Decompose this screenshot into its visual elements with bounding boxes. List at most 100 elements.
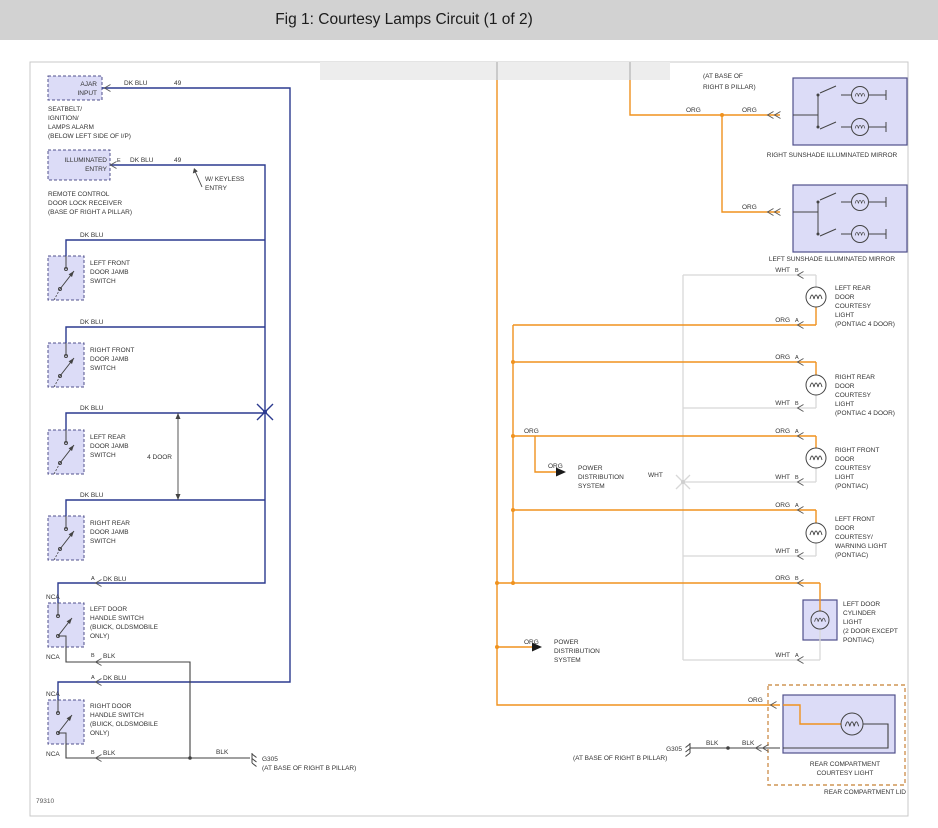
rr-courtesy-label: DOOR [835,383,855,390]
power-distribution-arrows [532,467,566,652]
rear-compartment-lid-box [767,684,906,786]
ajar-input-label: INPUT [78,90,98,97]
pds-arrow-icon [556,467,566,477]
left-handle-switch-symbol [56,603,73,647]
four-door-label: 4 DOOR [147,454,172,461]
ground-symbol-left [251,753,257,767]
wire-color-label: WHT [648,472,663,479]
dkblu-splice-dot [263,410,267,414]
right-mirror-internal-circuit [793,85,887,132]
blk-junction-dot [726,746,730,750]
nca-label: NCA [46,751,60,758]
terminal-label: A [91,576,95,582]
power-distribution-label: DISTRIBUTION [578,474,624,481]
org-junction-dot [511,360,515,364]
terminal-label: B [795,576,799,582]
wire-color-label: ORG [775,502,790,509]
blk-junction-dot [188,756,192,760]
right-handle-label: RIGHT DOOR [90,703,132,710]
wire-color-label: DK BLU [103,576,127,583]
rear-lamp-label: COURTESY LIGHT [817,770,874,777]
wire-color-label: BLK [706,740,719,747]
wire-color-label: ORG [775,575,790,582]
wire-color-label: ORG [742,107,757,114]
ground-name-label: G305 [262,756,278,763]
wire-color-label: WHT [775,400,790,407]
keyless-entry-pointer-arrow [192,168,203,188]
org-harness [495,80,841,725]
figure-title: Fig 1: Courtesy Lamps Circuit (1 of 2) [275,11,533,28]
lf-courtesy-label: (PONTIAC) [835,552,868,559]
left-mirror-internal-circuit [793,192,887,239]
rr-courtesy-label: COURTESY [835,392,872,399]
lf-courtesy-label: LEFT FRONT [835,516,875,523]
rf-jamb-switch-symbol [53,343,75,388]
seatbelt-note: SEATBELT/ [48,106,82,113]
terminal-label: A [795,355,799,361]
org-junction-dot [511,434,515,438]
wire-color-label: DK BLU [130,157,154,164]
rr-jamb-label: RIGHT REAR [90,520,130,527]
circuit-number-label: 49 [174,80,182,87]
left-handle-label: (BUICK, OLDSMOBILE [90,624,159,631]
lf-jamb-label: SWITCH [90,278,116,285]
rf-courtesy-label: LIGHT [835,474,854,481]
lf-jamb-label: DOOR JAMB [90,269,129,276]
top-right-note: RIGHT B PILLAR) [703,84,756,91]
wire-color-label: DK BLU [103,675,127,682]
org-junction-dot [511,581,515,585]
left-handle-label: ONLY) [90,633,109,640]
switch-symbols [53,85,887,744]
cylinder-light-label: LIGHT [843,619,862,626]
ground-location-label: (AT BASE OF RIGHT B PILLAR) [262,765,356,772]
terminal-label: A [795,653,799,659]
power-distribution-label: DISTRIBUTION [554,648,600,655]
right-handle-switch-symbol [56,700,73,744]
terminal-label: B [91,653,95,659]
diagram-frame [29,61,909,817]
seatbelt-note: LAMPS ALARM [48,124,94,131]
figure-number: 79310 [36,798,54,805]
lf-courtesy-label: COURTESY/ [835,534,873,541]
wire-color-label: ORG [775,354,790,361]
nca-label: NCA [46,691,60,698]
cylinder-light-label: (2 DOOR EXCEPT [843,628,898,635]
wire-color-label: ORG [775,428,790,435]
top-right-note: (AT BASE OF [703,73,743,80]
left-mirror-box [792,184,908,253]
wire-color-label: DK BLU [80,232,104,239]
illuminated-entry-label: ILLUMINATED [65,157,108,164]
courtesy-lamp-icon [805,522,827,544]
lf-jamb-switch-symbol [53,256,75,301]
nca-label: NCA [46,594,60,601]
org-junction-dot [511,508,515,512]
lr-courtesy-label: LEFT REAR [835,285,871,292]
left-mirror-label: LEFT SUNSHADE ILLUMINATED MIRROR [769,256,895,263]
cylinder-light-label: LEFT DOOR [843,601,880,608]
power-distribution-label: SYSTEM [554,657,581,664]
wire-color-label: DK BLU [80,492,104,499]
courtesy-lamp-icon [805,447,827,469]
lr-courtesy-label: LIGHT [835,312,854,319]
wire-color-label: BLK [216,749,229,756]
lr-courtesy-label: DOOR [835,294,855,301]
wire-color-label: DK BLU [124,80,148,87]
ground-name-label: G305 [666,746,682,753]
wire-color-label: DK BLU [80,405,104,412]
mirror-lamp-icon [851,86,869,104]
lr-jamb-label: SWITCH [90,452,116,459]
courtesy-lamp-icon [805,374,827,396]
wire-color-label: WHT [775,548,790,555]
diagram-border [29,61,909,817]
top-band [320,62,670,80]
lf-jamb-label: LEFT FRONT [90,260,130,267]
blk-harness [65,647,889,760]
rf-courtesy-label: RIGHT FRONT [835,447,879,454]
rf-jamb-label: DOOR JAMB [90,356,129,363]
power-distribution-label: POWER [578,465,603,472]
terminal-label: A [91,675,95,681]
rear-lamp-label: REAR COMPARTMENT [810,761,880,768]
terminal-label: A [795,429,799,435]
wht-harness [675,274,821,661]
